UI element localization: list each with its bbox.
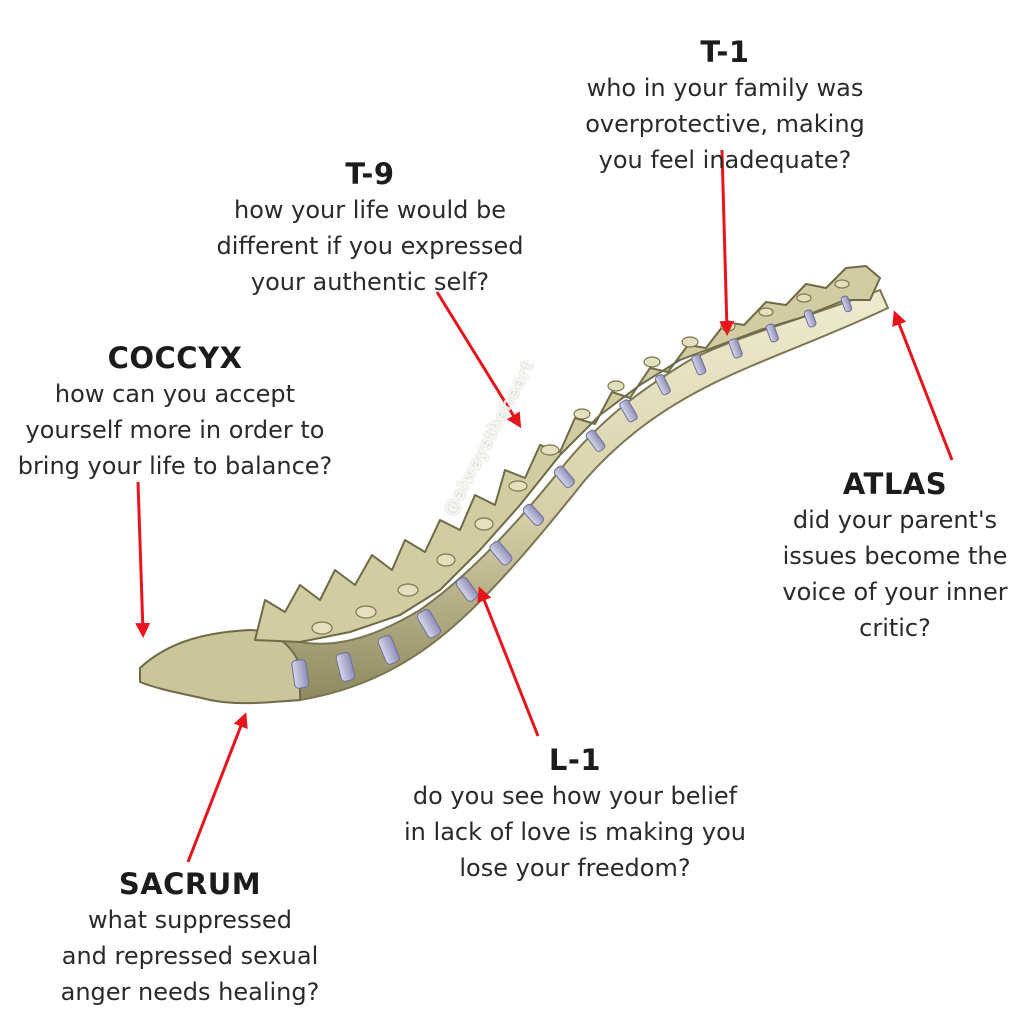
spinal-column: [139, 265, 890, 705]
arrow-coccyx: [135, 481, 151, 638]
label-t9-line: different if you expressed: [216, 232, 524, 260]
label-l1: L-1 do you see how your belief in lack o…: [385, 742, 765, 886]
arrow-sacrum: [186, 712, 248, 863]
label-atlas-line: voice of your inner: [782, 578, 1008, 606]
label-l1-line: lose your freedom?: [459, 854, 691, 882]
label-coccyx-line: how can you accept: [54, 380, 296, 408]
label-coccyx-line: bring your life to balance?: [17, 452, 333, 480]
label-coccyx: COCCYX how can you accept yourself more …: [0, 340, 350, 484]
label-coccyx-title: COCCYX: [107, 341, 243, 375]
label-sacrum-line: and repressed sexual: [61, 942, 319, 970]
label-atlas-line: critic?: [859, 614, 931, 642]
label-coccyx-line: yourself more in order to: [25, 416, 325, 444]
label-t1-title: T-1: [700, 35, 750, 69]
label-sacrum-line: anger needs healing?: [60, 978, 320, 1006]
label-t9-title: T-9: [345, 157, 395, 191]
label-l1-line: in lack of love is making you: [404, 818, 746, 846]
label-l1-line: do you see how your belief: [412, 782, 738, 810]
label-t1: T-1 who in your family was overprotectiv…: [545, 34, 905, 178]
label-sacrum: SACRUM what suppressed and repressed sex…: [40, 866, 340, 1010]
arrow-t1: [719, 149, 735, 336]
label-t1-line: who in your family was: [586, 74, 864, 102]
pointer-arrows: [135, 149, 954, 863]
label-sacrum-title: SACRUM: [118, 867, 262, 901]
transverse-processes: [311, 279, 850, 635]
spinous-processes: [254, 265, 881, 643]
arrow-l1: [477, 586, 540, 737]
label-t9: T-9 how your life would be different if …: [195, 156, 545, 300]
label-atlas-line: did your parent's: [792, 506, 998, 534]
intervertebral-discs: [291, 295, 853, 689]
label-t1-line: overprotective, making: [585, 110, 865, 138]
label-atlas-line: issues become the: [782, 542, 1008, 570]
label-t1-line: you feel inadequate?: [598, 146, 852, 174]
label-l1-title: L-1: [548, 743, 602, 777]
label-sacrum-line: what suppressed: [88, 906, 292, 934]
label-t9-line: your authentic self?: [250, 268, 490, 296]
label-t9-line: how your life would be: [234, 196, 506, 224]
arrow-t9: [435, 291, 522, 429]
arrow-atlas: [892, 310, 954, 461]
label-atlas: ATLAS did your parent's issues become th…: [765, 466, 1024, 646]
label-atlas-title: ATLAS: [842, 467, 948, 501]
